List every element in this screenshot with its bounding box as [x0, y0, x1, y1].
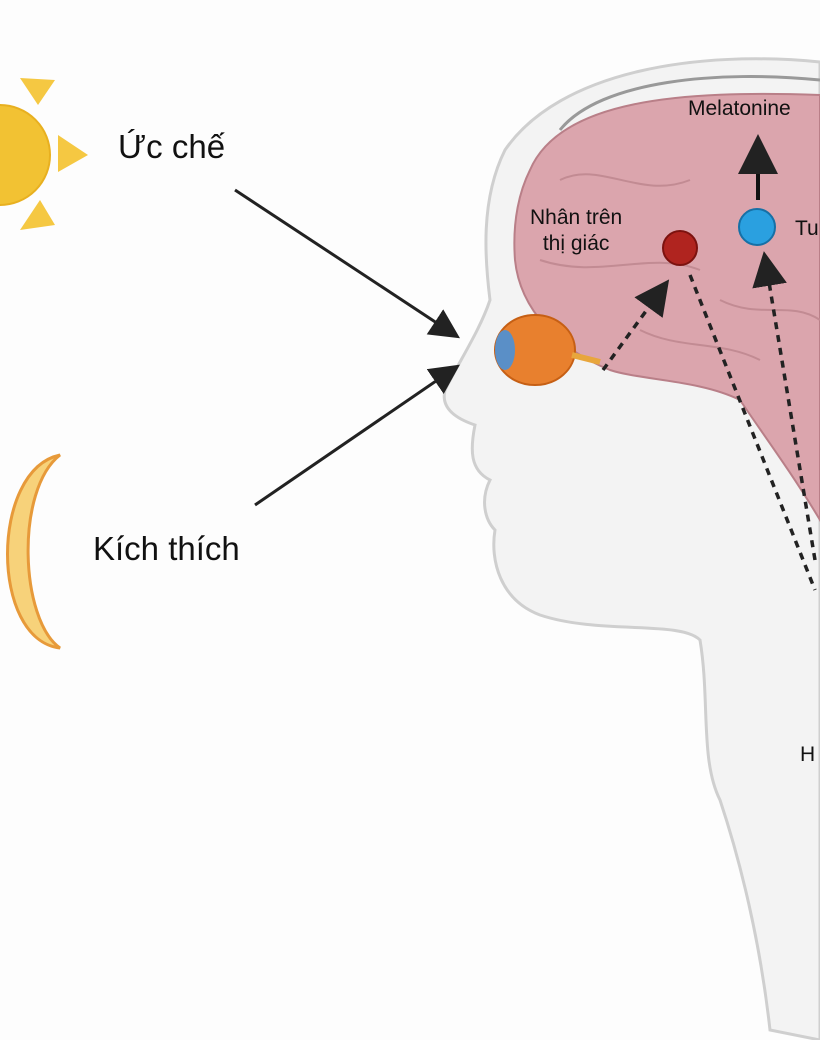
stimulate-arrow: [254, 364, 460, 507]
sun-icon: [0, 78, 88, 230]
inhibit-arrow: [234, 188, 461, 339]
eye-icon: [494, 314, 601, 386]
lower-label: H: [800, 743, 816, 766]
scn-label-line2: thị giác: [542, 232, 610, 255]
inhibit-label: Ức chế: [118, 128, 226, 165]
scn-descending-path: [688, 274, 817, 591]
pineal-dot: [738, 208, 776, 246]
scn-label-line1: Nhân trên: [530, 206, 623, 229]
scn-dot: [662, 230, 698, 266]
stimulate-label: Kích thích: [93, 530, 240, 567]
pineal-label: Tu: [795, 217, 819, 240]
scn-label: Nhân trên thị giác: [530, 205, 622, 257]
moon-icon: [6, 453, 61, 650]
eye-to-scn-path: [601, 279, 670, 372]
melatonin-label: Melatonine: [688, 97, 791, 120]
